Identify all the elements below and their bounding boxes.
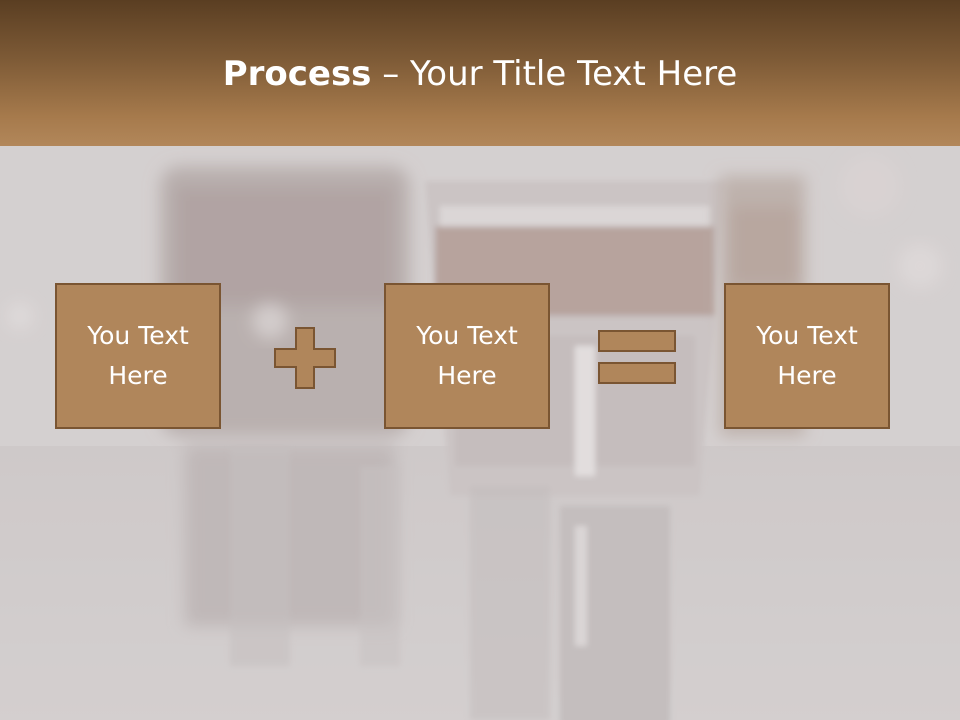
- title-bold: Process: [222, 54, 372, 94]
- process-step-2-box[interactable]: You Text Here: [384, 283, 550, 429]
- process-step-1-box[interactable]: You Text Here: [55, 283, 221, 429]
- process-step-3-box[interactable]: You Text Here: [724, 283, 890, 429]
- plus-icon: [274, 327, 336, 389]
- process-step-3-text: You Text Here: [756, 321, 858, 390]
- photo-fade-overlay: [0, 146, 960, 720]
- equals-icon: [598, 330, 676, 384]
- process-step-1-text: You Text Here: [87, 321, 189, 390]
- title-bar: Process – Your Title Text Here: [0, 0, 960, 146]
- process-step-2-text: You Text Here: [416, 321, 518, 390]
- title-rest: – Your Title Text Here: [371, 54, 738, 94]
- background-photo: [0, 146, 960, 720]
- slide-title[interactable]: Process – Your Title Text Here: [0, 52, 960, 96]
